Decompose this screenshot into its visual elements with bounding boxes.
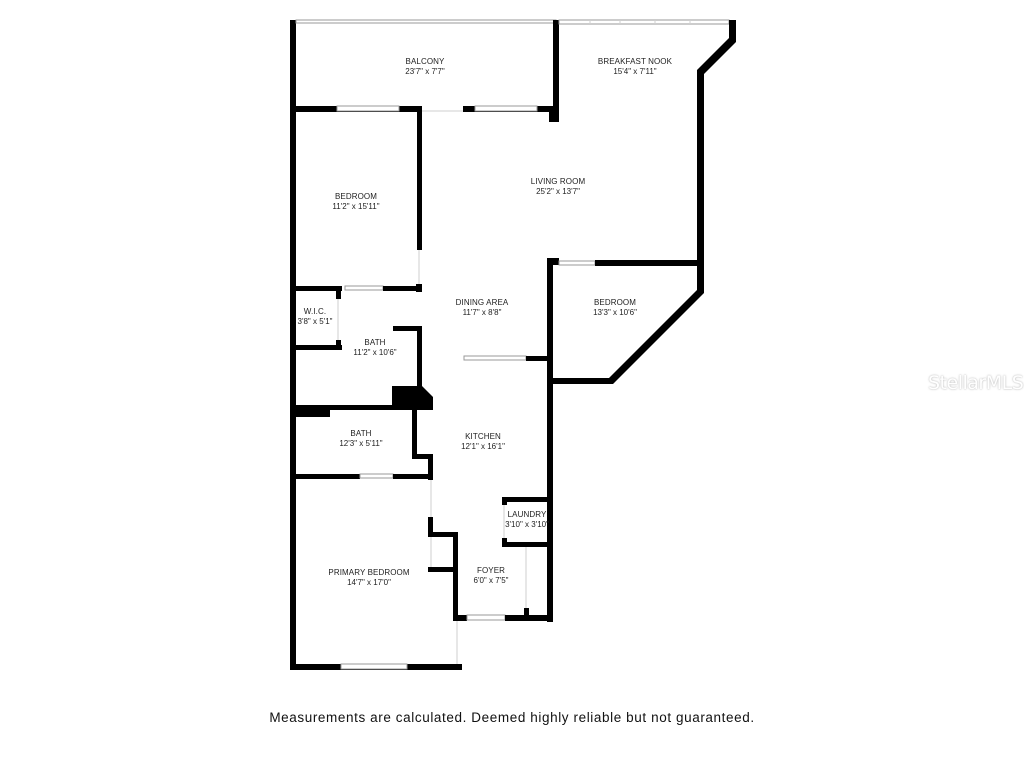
room-balcony-dims: 23'7" x 7'7" [405, 67, 445, 76]
room-wic-dims: 3'8" x 5'1" [298, 317, 333, 326]
room-living-room-dims: 25'2" x 13'7" [536, 187, 580, 196]
room-dining-area-dims: 11'7" x 8'8" [463, 308, 502, 317]
room-bedroom-1-name: BEDROOM [335, 192, 377, 201]
measurement-disclaimer: Measurements are calculated. Deemed high… [269, 710, 755, 725]
room-primary-bedroom-name: PRIMARY BEDROOM [328, 568, 409, 577]
room-dining-area-name: DINING AREA [456, 298, 509, 307]
room-balcony-name: BALCONY [406, 57, 445, 66]
walls [290, 19, 736, 670]
room-foyer-name: FOYER [477, 566, 505, 575]
room-kitchen-name: KITCHEN [465, 432, 501, 441]
room-bath-2-name: BATH [350, 429, 371, 438]
room-labels: BALCONY 23'7" x 7'7" BREAKFAST NOOK 15'4… [298, 57, 673, 587]
room-bedroom-2-name: BEDROOM [594, 298, 636, 307]
room-laundry-dims: 3'10" x 3'10" [505, 520, 549, 529]
room-foyer-dims: 6'0" x 7'5" [474, 576, 509, 585]
room-primary-bedroom-dims: 14'7" x 17'0" [347, 578, 391, 587]
room-wic-name: W.I.C. [304, 307, 326, 316]
room-bath-1-dims: 11'2" x 10'6" [353, 348, 396, 357]
room-bath-2-dims: 12'3" x 5'11" [339, 439, 382, 448]
room-living-room-name: LIVING ROOM [531, 177, 586, 186]
room-laundry-name: LAUNDRY [508, 510, 547, 519]
room-bedroom-1-dims: 11'2" x 15'11" [332, 202, 379, 211]
room-bedroom-2-dims: 13'3" x 10'6" [593, 308, 637, 317]
stellarmls-watermark: StellarMLS [928, 372, 1024, 394]
room-breakfast-nook-dims: 15'4" x 7'11" [613, 67, 656, 76]
room-kitchen-dims: 12'1" x 16'1" [461, 442, 505, 451]
room-bath-1-name: BATH [364, 338, 385, 347]
room-breakfast-nook-name: BREAKFAST NOOK [598, 57, 673, 66]
